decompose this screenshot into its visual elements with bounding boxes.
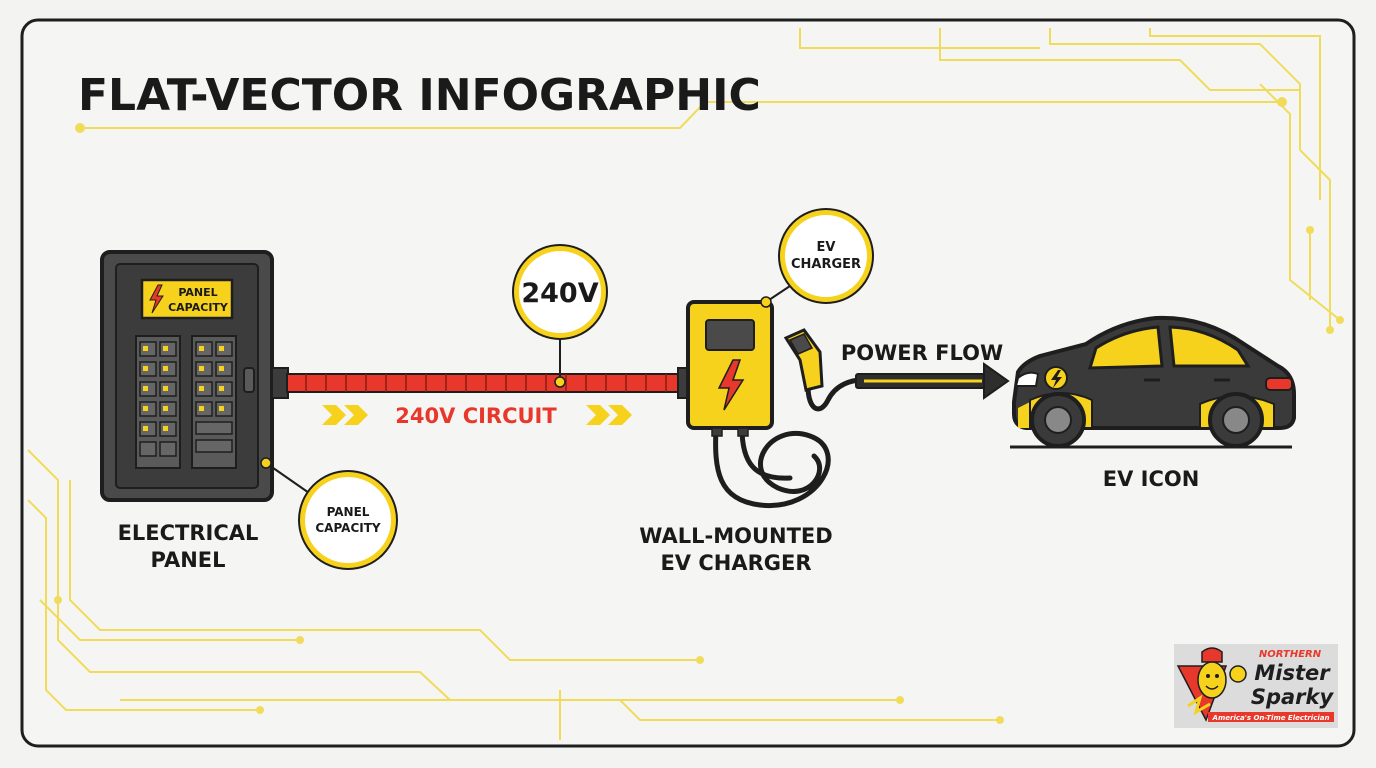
ev-charger-label-line2: EV CHARGER bbox=[660, 551, 811, 575]
electrical-panel-label-line2: PANEL bbox=[150, 548, 225, 572]
electrical-panel-label-line1: ELECTRICAL bbox=[118, 521, 259, 545]
voltage-callout bbox=[512, 244, 608, 388]
panel-badge-line1: PANEL bbox=[178, 286, 217, 299]
panel-capacity-callout bbox=[260, 457, 398, 570]
logo-line1: NORTHERN bbox=[1259, 649, 1322, 660]
logo-line2: Mister bbox=[1254, 661, 1331, 685]
panel-callout-line1: PANEL bbox=[327, 505, 370, 519]
ev-charger-callout-line1: EV bbox=[817, 240, 836, 255]
ev-charger-callout bbox=[760, 208, 874, 308]
mister-sparky-logo bbox=[1174, 644, 1338, 728]
electrical-panel-illustration bbox=[100, 250, 274, 502]
flow-chevrons-icon bbox=[322, 405, 632, 425]
power-flow-arrow-icon bbox=[855, 362, 1010, 400]
panel-badge-line2: CAPACITY bbox=[168, 301, 229, 314]
ev-icon-label: EV ICON bbox=[1103, 467, 1200, 491]
car-lightning-icon bbox=[1051, 370, 1062, 388]
logo-line3: Sparky bbox=[1251, 685, 1335, 709]
logo-tagline: America's On-Time Electrician bbox=[1212, 714, 1330, 722]
circuit-label: 240V CIRCUIT bbox=[395, 404, 557, 428]
ev-charger-callout-line2: CHARGER bbox=[791, 257, 861, 272]
panel-callout-line2: CAPACITY bbox=[315, 521, 381, 535]
ev-charger-illustration bbox=[686, 300, 865, 508]
ev-car-illustration bbox=[1010, 315, 1296, 449]
circuit-traces-decoration bbox=[27, 28, 1344, 740]
power-flow-label: POWER FLOW bbox=[841, 341, 1003, 365]
page-title: FLAT-VECTOR INFOGRAPHIC bbox=[78, 70, 761, 121]
lightning-bolt-icon bbox=[149, 284, 164, 314]
circuit-cable bbox=[271, 367, 693, 399]
charger-lightning-icon bbox=[717, 359, 745, 411]
voltage-callout-text: 240V bbox=[521, 278, 598, 309]
ev-charger-label-line1: WALL-MOUNTED bbox=[639, 524, 832, 548]
